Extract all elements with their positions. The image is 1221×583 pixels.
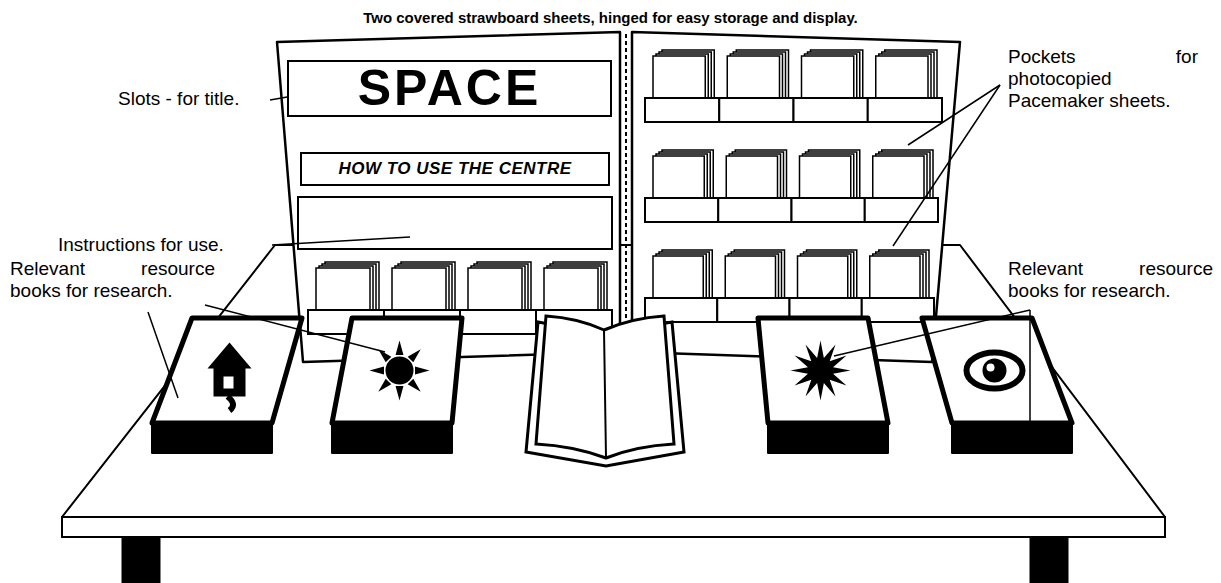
leader-line	[1029, 310, 1031, 422]
book-side	[768, 423, 888, 453]
table-leg	[1030, 537, 1068, 583]
table-leg	[122, 537, 160, 583]
diagram-title: Two covered strawboard sheets, hinged fo…	[0, 9, 1221, 26]
book-spine	[604, 330, 606, 458]
pocket-strip	[794, 98, 868, 122]
board-panel	[277, 32, 620, 362]
table-edge	[62, 517, 1165, 537]
leader-line	[205, 305, 385, 352]
hinge-line	[619, 32, 621, 352]
pocket-strip	[460, 310, 536, 334]
pocket-strip	[865, 198, 938, 222]
board-panel	[632, 32, 960, 362]
open-book-pages	[536, 316, 674, 458]
book-cover	[758, 318, 888, 423]
callout-label: Relevant resource books for research.	[1008, 258, 1213, 302]
pocket-strip	[868, 98, 942, 122]
book-side	[952, 423, 1072, 453]
hinge-dashes	[625, 34, 627, 350]
callout-label: Slots - for title.	[118, 88, 278, 110]
pocket-strip	[719, 98, 793, 122]
hinge-line	[631, 32, 633, 352]
book-cover	[332, 318, 462, 423]
title-slot: SPACE	[287, 60, 612, 117]
callout-label: Relevant resource books for research.	[10, 258, 215, 302]
leader-line	[834, 310, 1030, 356]
slot-text: SPACE	[358, 62, 542, 115]
callout-label: Instructions for use.	[58, 234, 278, 256]
star-icon	[791, 341, 851, 401]
book-cover	[922, 318, 1072, 423]
pocket-strip	[645, 198, 718, 222]
slot-text: HOW TO USE THE CENTRE	[338, 160, 571, 178]
book-side	[332, 423, 452, 453]
leader-line	[893, 85, 1000, 246]
pocket-strip	[645, 98, 719, 122]
book-cover	[152, 318, 302, 423]
house-icon	[208, 343, 252, 411]
leader-line	[908, 85, 1000, 145]
book-side	[152, 423, 272, 453]
eye-icon	[967, 353, 1023, 389]
sun-icon	[370, 341, 430, 401]
callout-label: Pockets for photocopied Pacemaker sheets…	[1008, 46, 1198, 112]
leader-line	[148, 312, 178, 398]
pocket-strip	[792, 198, 865, 222]
heading-slot: HOW TO USE THE CENTRE	[300, 152, 610, 186]
leader-line	[272, 237, 410, 245]
pocket-strip	[718, 198, 791, 222]
